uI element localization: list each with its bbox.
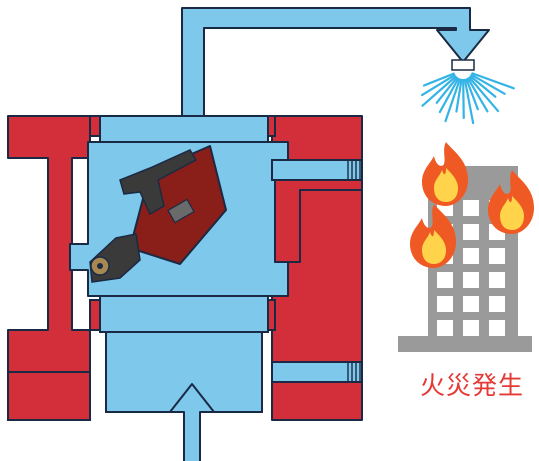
arrow-up-icon bbox=[169, 383, 215, 461]
building-window bbox=[489, 320, 505, 336]
port-threads bbox=[347, 160, 361, 382]
outlet-pipe bbox=[181, 7, 490, 117]
spray-line bbox=[455, 78, 463, 113]
spray-line bbox=[470, 73, 506, 95]
spray-line bbox=[462, 78, 465, 120]
building-window bbox=[463, 248, 479, 264]
spray-line bbox=[420, 74, 456, 97]
clapper-assembly bbox=[89, 145, 227, 283]
spray-line bbox=[422, 72, 455, 87]
building-window bbox=[463, 320, 479, 336]
spray-line bbox=[466, 77, 489, 113]
spray-line bbox=[435, 76, 458, 104]
building-window bbox=[489, 272, 505, 288]
spray-line bbox=[444, 78, 461, 123]
spray-line bbox=[465, 78, 479, 111]
building-window bbox=[463, 224, 479, 240]
spray-line bbox=[438, 77, 460, 114]
fire-icon bbox=[488, 170, 534, 234]
sprinkler-head-icon bbox=[420, 59, 515, 125]
building-window bbox=[437, 320, 453, 336]
building-window bbox=[437, 296, 453, 312]
spray-line bbox=[468, 76, 500, 113]
fire-outbreak-caption: 火災発生 bbox=[419, 371, 524, 400]
building-window bbox=[437, 272, 453, 288]
building-window bbox=[463, 200, 479, 216]
building-window bbox=[489, 248, 505, 264]
fire-icon bbox=[410, 204, 456, 268]
spray-line bbox=[421, 75, 457, 107]
building-window bbox=[463, 296, 479, 312]
fire-icon bbox=[422, 142, 468, 206]
building-window bbox=[489, 296, 505, 312]
spray-line bbox=[471, 72, 515, 90]
spray-line bbox=[469, 75, 497, 98]
spray-line bbox=[463, 78, 475, 125]
building-window bbox=[463, 272, 479, 288]
